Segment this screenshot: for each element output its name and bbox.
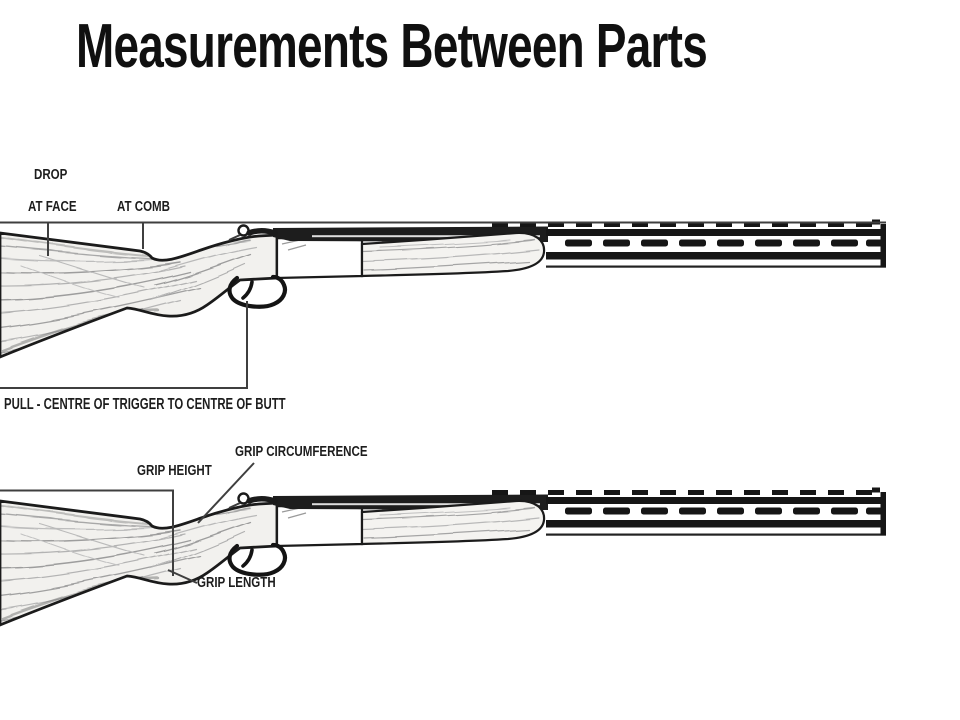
bottom-gun-illustration (0, 468, 960, 668)
page-title: Measurements Between Parts (76, 12, 708, 81)
label-at-comb: AT COMB (117, 198, 171, 215)
label-grip-circumference: GRIP CIRCUMFERENCE (235, 443, 368, 460)
label-pull: PULL - CENTRE OF TRIGGER TO CENTRE OF BU… (4, 396, 286, 413)
label-grip-height: GRIP HEIGHT (137, 462, 212, 479)
label-grip-length: GRIP LENGTH (197, 574, 276, 591)
top-gun-illustration (0, 200, 960, 400)
label-drop: DROP (34, 166, 68, 183)
label-at-face: AT FACE (28, 198, 77, 215)
